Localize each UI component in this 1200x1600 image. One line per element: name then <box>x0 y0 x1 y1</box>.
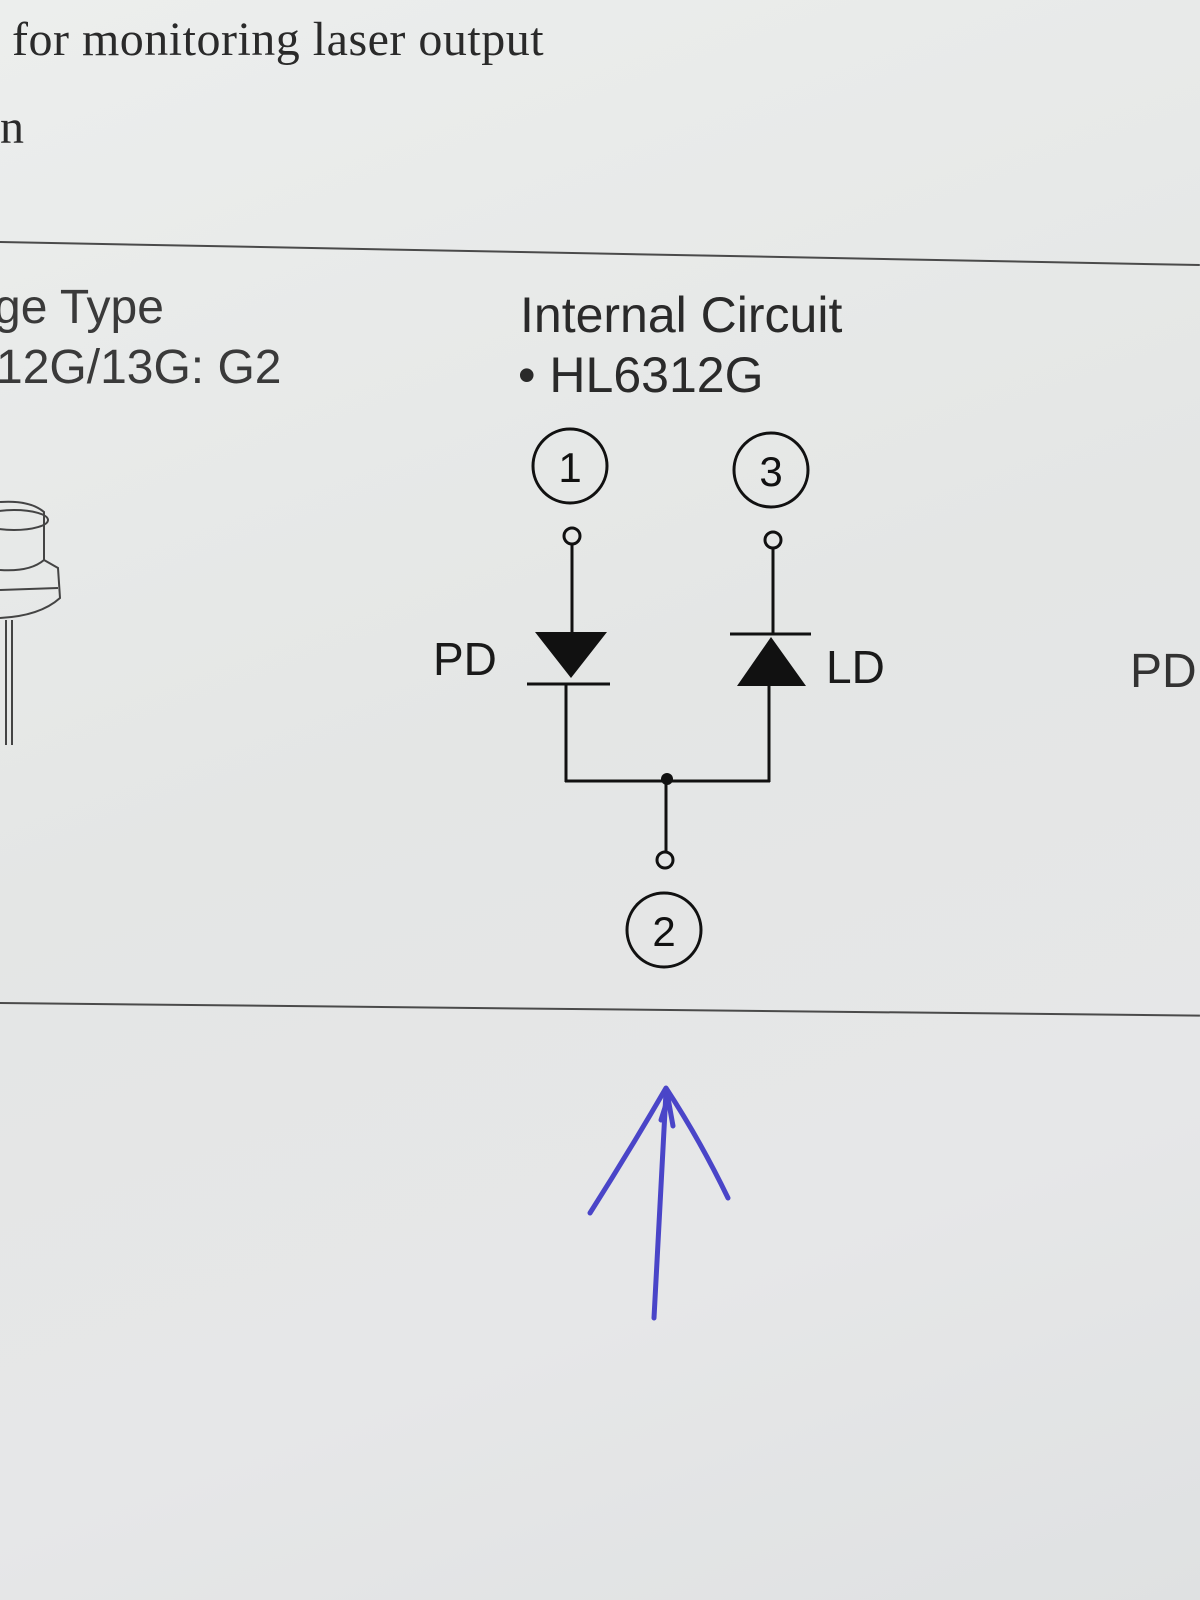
hand-drawn-up-arrow-icon <box>587 1085 731 1321</box>
heading-line: for monitoring laser output <box>12 13 545 66</box>
pin-2-terminal <box>655 850 675 870</box>
internal-circuit-title: Internal Circuit <box>520 287 843 343</box>
pd-label: PD <box>433 633 497 685</box>
bullet: • <box>518 347 536 403</box>
pin-1-circle <box>531 427 609 505</box>
pin-1-terminal <box>562 526 582 546</box>
part-number-row: • HL6312G <box>518 346 763 404</box>
ld-diode-triangle <box>737 637 806 686</box>
pin-3-circle <box>732 431 810 509</box>
part-number: HL6312G <box>549 347 764 403</box>
pin-2-label: 2 <box>652 908 675 955</box>
package-drawing <box>0 500 62 745</box>
pin-3-terminal <box>763 530 783 550</box>
heading-fragment: n <box>0 101 24 154</box>
pin-1-label: 1 <box>558 444 581 491</box>
package-type-label: ge Type <box>0 281 164 334</box>
pd-label-right: PD <box>1130 645 1197 698</box>
pin-2-circle <box>625 891 703 969</box>
ld-label: LD <box>826 641 885 693</box>
pd-diode-triangle <box>535 632 607 678</box>
package-type-value: 12G/13G: G2 <box>0 341 282 394</box>
pin-3-label: 3 <box>759 448 782 495</box>
